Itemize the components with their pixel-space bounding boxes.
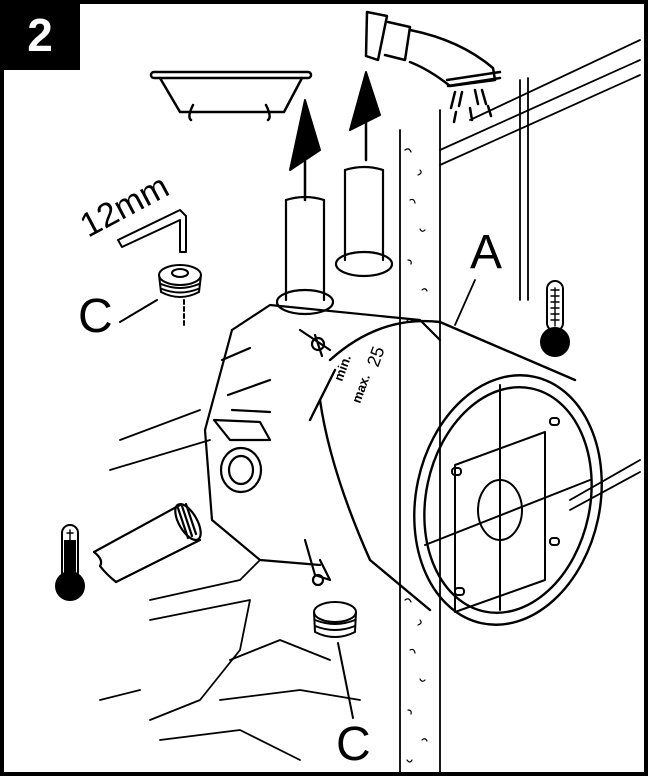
outflow-arrow-shower <box>349 71 381 162</box>
outflow-arrow-tub <box>289 99 321 202</box>
outlet-pipes <box>275 165 394 316</box>
plug-label-bottom: C <box>336 718 371 771</box>
shower-head-icon <box>364 10 502 124</box>
step-number-badge: 2 <box>0 0 80 70</box>
thermometer-cold-icon <box>55 524 85 601</box>
bathtub-icon <box>149 70 313 122</box>
valve-ring-label: A <box>470 226 502 279</box>
wrench-size-label: 12mm <box>74 167 175 245</box>
plug-bottom <box>313 601 357 719</box>
dial-depth-label: 25 <box>363 344 389 370</box>
plug-top <box>119 264 202 327</box>
wall-tile-lines <box>399 39 641 776</box>
valve-ring-leader <box>454 279 476 326</box>
allen-key-icon <box>117 209 187 253</box>
mixer-housing <box>308 319 603 626</box>
valve-body <box>203 303 442 587</box>
background-outlines <box>99 409 361 761</box>
thermometer-hot-icon <box>540 280 570 357</box>
dial-max-label: max. <box>349 372 373 405</box>
installation-template <box>424 384 591 613</box>
inlet-pipe <box>92 502 202 584</box>
plaster-texture <box>404 148 428 763</box>
plug-label-top: C <box>78 290 113 343</box>
